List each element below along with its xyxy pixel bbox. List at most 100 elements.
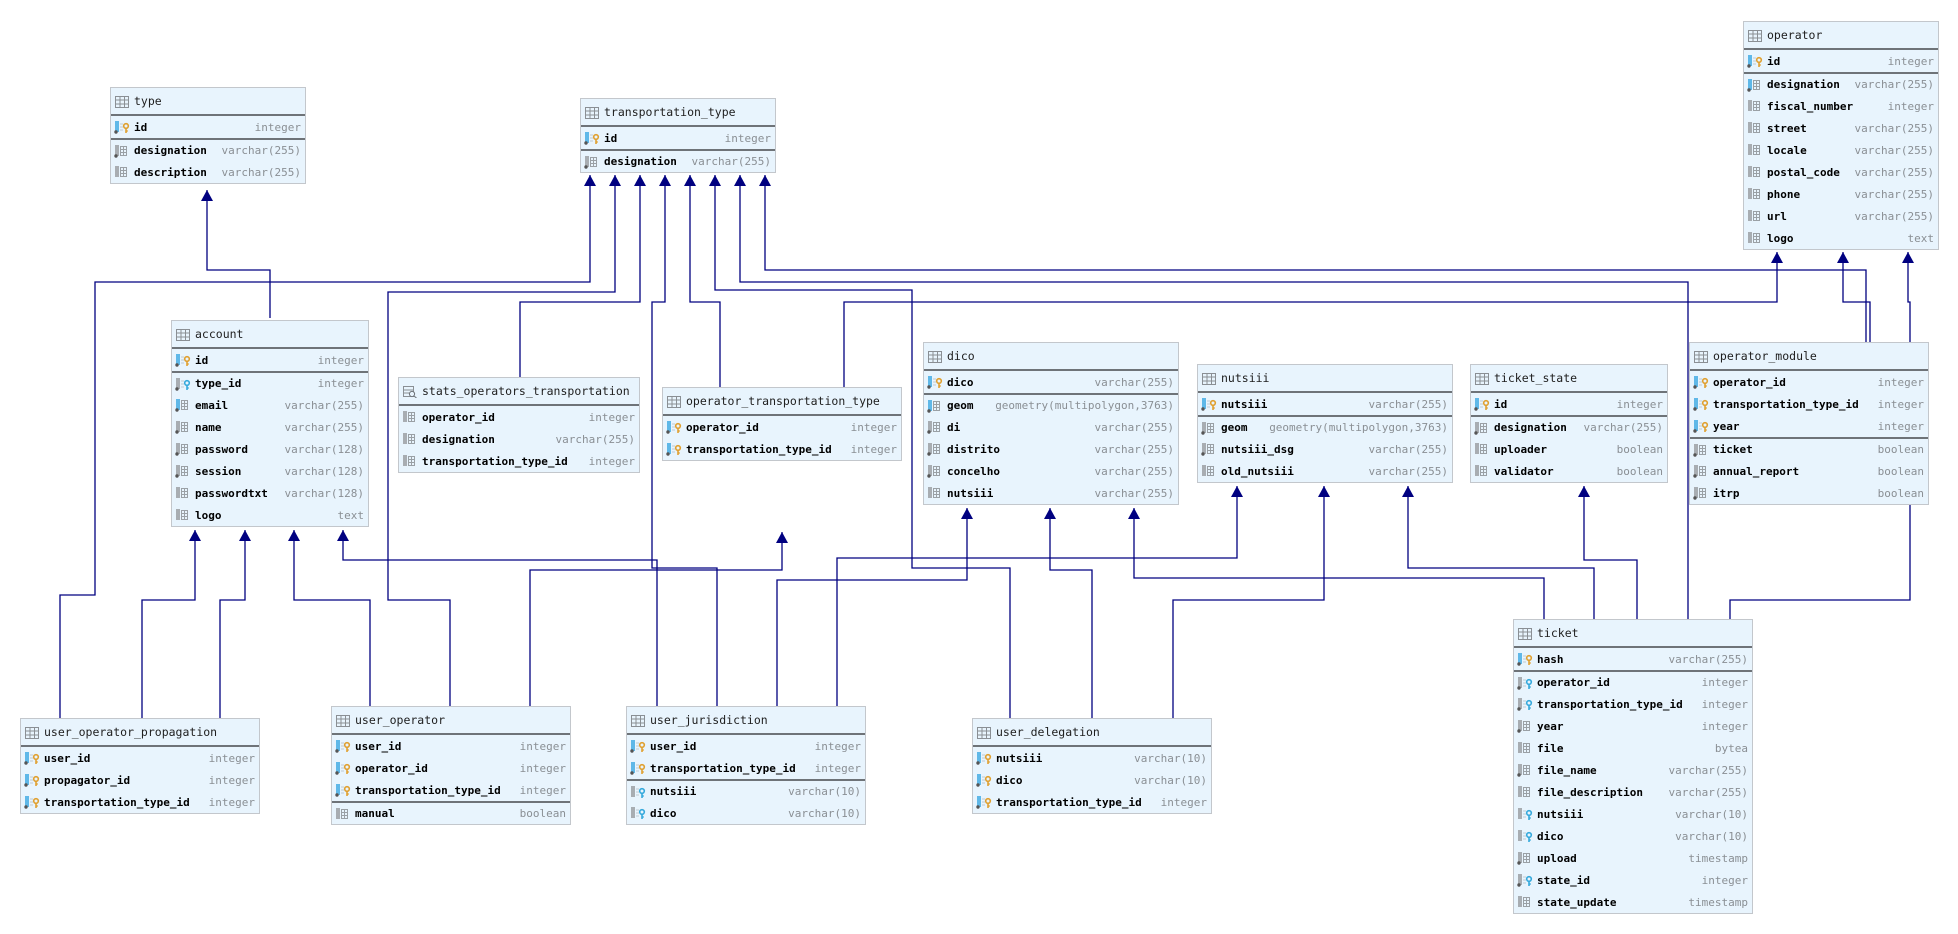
relation-user-jurisdiction-to-dico[interactable] [776,508,973,706]
table-header[interactable]: nutsiii [1198,365,1452,393]
relation-ticket-to-ticket-state[interactable] [1578,486,1638,619]
relation-operator-module-to-operator[interactable] [1837,252,1871,342]
relation-account-to-type[interactable] [201,190,271,318]
table-header[interactable]: stats_operators_transportation [399,378,639,406]
relation-user-operator-propagation-to-account[interactable] [141,530,201,718]
table-header[interactable]: ticket_state [1471,365,1667,393]
relation-user-jurisdiction-to-account[interactable] [337,530,658,706]
relation-user-operator-to-account[interactable] [288,530,371,706]
relation-ticket-to-transportation-type[interactable] [759,175,1867,342]
relation-user-operator-to-operator-transportation-type[interactable] [529,532,788,706]
table-header[interactable]: user_jurisdiction [627,707,865,735]
table-header[interactable]: user_operator_propagation [21,719,259,747]
table-header[interactable]: account [172,321,368,349]
relation-user-delegation-to-nutsiii[interactable] [1172,486,1330,718]
table-header[interactable]: ticket [1514,620,1752,648]
relation-user-delegation-to-dico[interactable] [1044,508,1093,718]
relation-ticket-to-dico[interactable] [1128,508,1545,619]
relation-stats-operators-transportation-to-transportation-type[interactable] [519,175,646,377]
table-header[interactable]: user_operator [332,707,570,735]
table-header[interactable]: operator [1744,22,1938,50]
table-header[interactable]: operator_module [1690,343,1928,371]
relation-user-operator-propagation-to-account[interactable] [219,530,251,718]
relation-ticket-to-nutsiii[interactable] [1402,486,1595,619]
table-header[interactable]: dico [924,343,1178,371]
table-header[interactable]: operator_transportation_type [663,388,901,416]
